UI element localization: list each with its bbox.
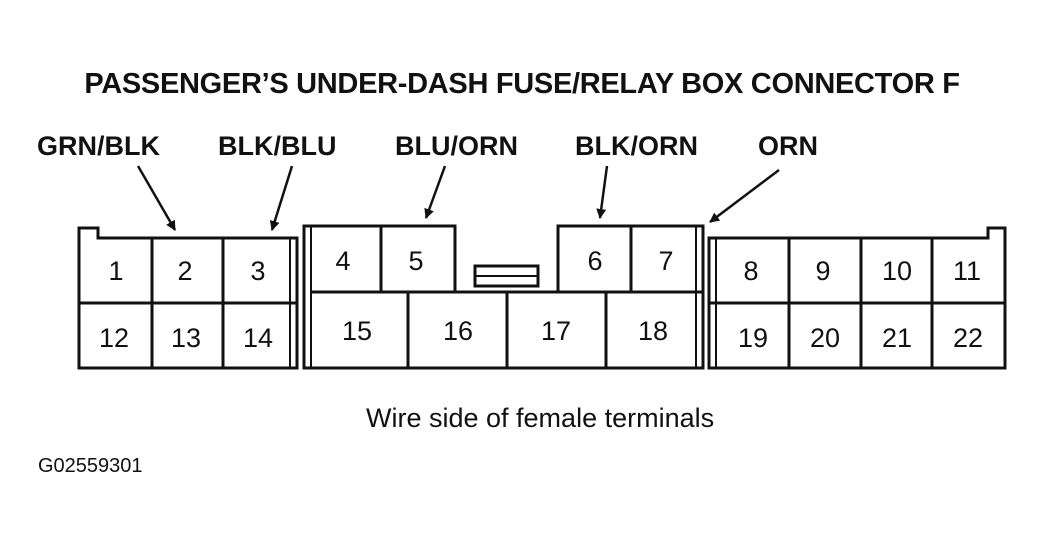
- terminal-17: 17: [541, 316, 571, 346]
- terminal-2: 2: [177, 256, 192, 286]
- terminal-4: 4: [335, 246, 350, 276]
- terminal-15: 15: [342, 316, 372, 346]
- left-block-outline: [77, 226, 299, 370]
- diagram-caption: Wire side of female terminals: [366, 403, 715, 433]
- terminal-13: 13: [171, 323, 201, 353]
- arrow-blu-orn: [424, 165, 447, 219]
- right-block-outline: [707, 226, 1007, 370]
- terminal-20: 20: [810, 323, 840, 353]
- terminal-6: 6: [587, 246, 602, 276]
- terminal-9: 9: [815, 256, 830, 286]
- arrow-grn-blk: [136, 165, 177, 231]
- terminal-11: 11: [953, 256, 981, 286]
- wire-label-blk-blu: BLK/BLU: [218, 131, 337, 161]
- figure-id: G02559301: [38, 455, 143, 477]
- terminal-8: 8: [743, 256, 758, 286]
- wire-label-grn-blk: GRN/BLK: [37, 131, 160, 161]
- center-block-outline: [302, 224, 705, 370]
- terminal-14: 14: [243, 323, 273, 353]
- terminal-18: 18: [638, 316, 668, 346]
- terminal-3: 3: [250, 256, 265, 286]
- arrow-blk-orn: [596, 165, 609, 219]
- terminal-21: 21: [882, 323, 912, 353]
- terminal-1: 1: [108, 256, 123, 286]
- terminal-12: 12: [99, 323, 129, 353]
- wire-label-blu-orn: BLU/ORN: [395, 131, 518, 161]
- terminal-7: 7: [658, 246, 673, 276]
- arrow-blk-blu: [269, 165, 294, 231]
- terminal-19: 19: [738, 323, 768, 353]
- wire-label-orn: ORN: [758, 131, 818, 161]
- arrow-orn: [709, 169, 780, 223]
- terminal-22: 22: [953, 323, 983, 353]
- terminal-10: 10: [882, 256, 912, 286]
- terminal-5: 5: [408, 246, 423, 276]
- terminal-16: 16: [443, 316, 473, 346]
- diagram-title: PASSENGER’S UNDER-DASH FUSE/RELAY BOX CO…: [84, 68, 960, 100]
- wire-label-blk-orn: BLK/ORN: [575, 131, 698, 161]
